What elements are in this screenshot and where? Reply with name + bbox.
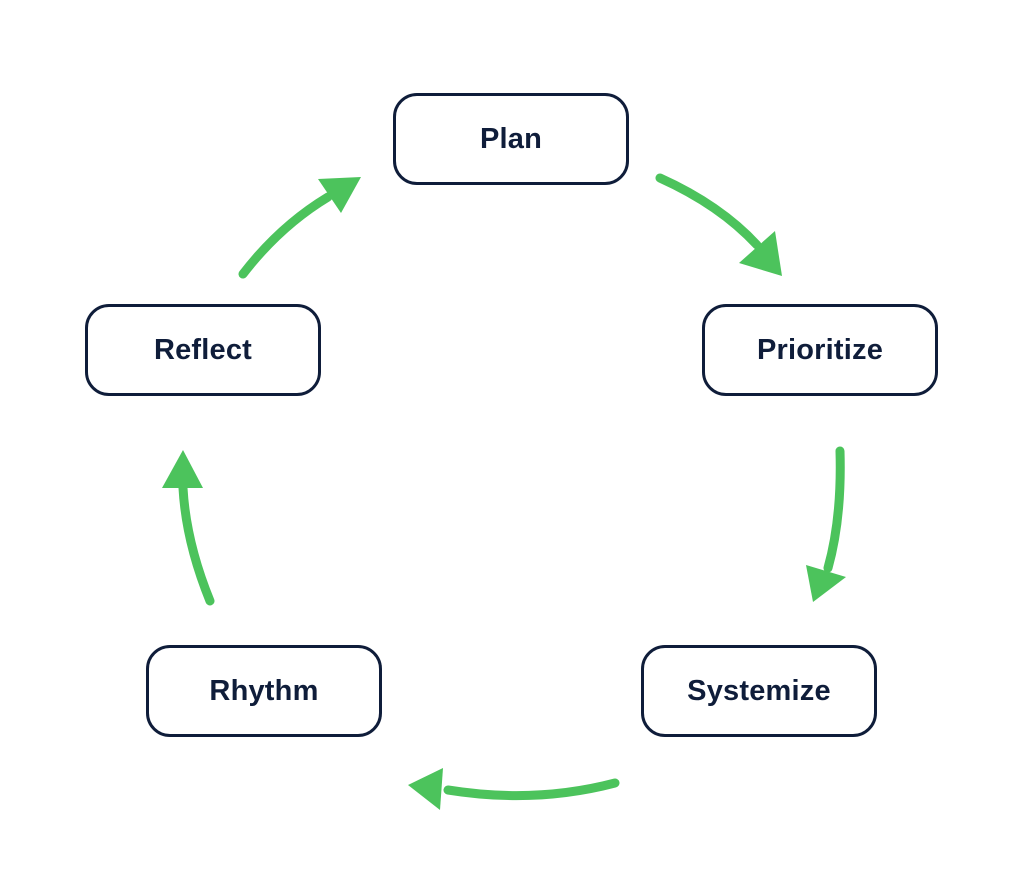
node-plan: Plan [393, 93, 629, 185]
node-systemize: Systemize [641, 645, 877, 737]
arrow-plan-to-prioritize [655, 173, 782, 276]
node-reflect: Reflect [85, 304, 321, 396]
arrow-prioritize-to-systemize [806, 446, 846, 602]
arrow-systemize-to-rhythm [408, 768, 620, 810]
arrow-rhythm-to-reflect [162, 450, 215, 606]
node-rhythm: Rhythm [146, 645, 382, 737]
node-prioritize: Prioritize [702, 304, 938, 396]
arrow-reflect-to-plan [238, 177, 361, 279]
